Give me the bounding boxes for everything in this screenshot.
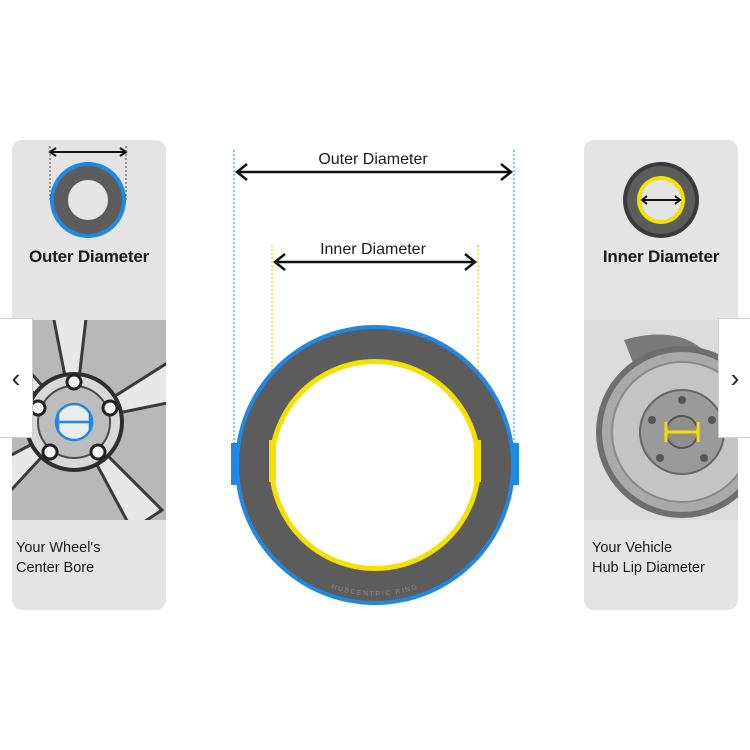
inner-diameter-ring-icon	[623, 162, 699, 238]
inner-diameter-arrow	[272, 253, 478, 271]
wheel-rim-image	[12, 320, 166, 520]
right-caption-line2: Hub Lip Diameter	[592, 560, 705, 576]
vehicle-hub-lip-card: Inner Diameter Your Vehicle Hub Lip Diam…	[584, 140, 738, 610]
inner-marker-right	[474, 440, 481, 482]
next-slide-button[interactable]: ›	[718, 318, 750, 438]
chevron-left-icon: ‹	[11, 362, 21, 393]
left-caption-line2: Center Bore	[16, 560, 95, 576]
right-card-title: Inner Diameter	[602, 247, 720, 266]
wheel-center-bore-card: Outer Diameter Your Wheel's Center Bore	[12, 140, 166, 610]
left-card-title: Outer Diameter	[28, 247, 150, 266]
previous-slide-button[interactable]: ‹	[0, 318, 33, 438]
outer-marker-right	[512, 443, 519, 485]
outer-diameter-ring-icon	[48, 146, 128, 238]
inner-diameter-label: Inner Diameter	[320, 241, 426, 258]
outer-marker-left	[231, 443, 238, 485]
right-caption-line1: Your Vehicle	[592, 540, 673, 556]
hubcentric-ring: HUBCENTRIC RING	[231, 325, 519, 605]
outer-diameter-arrow	[234, 163, 514, 181]
outer-diameter-label: Outer Diameter	[318, 151, 428, 168]
inner-marker-left	[269, 440, 276, 482]
chevron-right-icon: ›	[730, 362, 740, 393]
right-card-caption: Your Vehicle Hub Lip Diameter	[592, 538, 705, 578]
left-card-caption: Your Wheel's Center Bore	[16, 538, 100, 578]
brake-rotor-hub-image	[584, 320, 738, 520]
left-caption-line1: Your Wheel's	[16, 540, 101, 556]
